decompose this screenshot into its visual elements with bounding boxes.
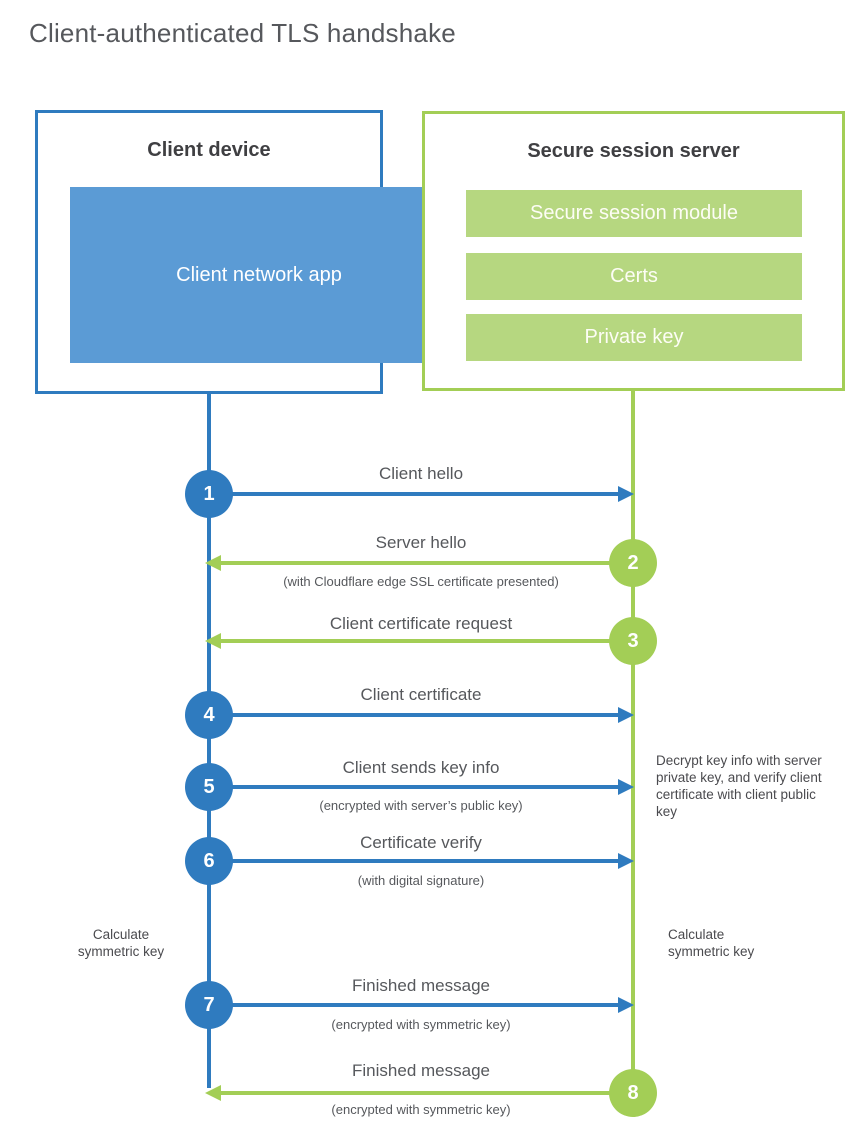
step-label: Client sends key info [342,758,500,777]
arrow-head-left-icon [205,555,221,571]
step-number-badge: 8 [609,1069,657,1117]
step-sublabel: (encrypted with server’s public key) [319,798,523,813]
step-label: Client certificate request [329,614,513,633]
calculate-symmetric-key-server: Calculate symmetric key [668,927,755,959]
client-lifeline [207,392,211,1088]
step-label: Certificate verify [360,833,482,852]
page-title: Client-authenticated TLS handshake [29,18,456,48]
step-number-badge: 4 [185,691,233,739]
arrow-head-right-icon [618,707,634,723]
step-number-badge: 5 [185,763,233,811]
secure-session-server-box: Secure session server Secure session mod… [422,111,845,391]
client-network-app-box: Client network app [70,187,448,363]
step-number-badge: 3 [609,617,657,665]
step-sublabel: (encrypted with symmetric key) [331,1102,511,1117]
server-module-private-key: Private key [466,314,802,361]
arrow-shaft [209,492,621,496]
client-device-title: Client device [147,139,271,161]
step-sublabel: (with digital signature) [357,873,485,888]
server-module-secure-session: Secure session module [466,190,802,237]
step-label: Finished message [352,1061,490,1080]
server-module-certs: Certs [466,253,802,300]
calculate-symmetric-key-client: Calculate symmetric key [77,927,165,959]
step-number-badge: 1 [185,470,233,518]
client-network-app-label: Client network app [176,263,342,286]
step-label: Client hello [378,464,464,483]
arrow-shaft [209,785,621,789]
arrow-head-right-icon [618,486,634,502]
step-number-badge: 7 [185,981,233,1029]
secure-session-server-title: Secure session server [527,140,740,162]
step-label: Server hello [375,533,467,552]
step-number-badge: 6 [185,837,233,885]
step-sublabel: (with Cloudflare edge SSL certificate pr… [283,574,559,589]
arrow-head-right-icon [618,779,634,795]
step-label: Client certificate [360,685,482,704]
arrow-shaft [221,639,633,643]
server-module-label: Secure session module [530,202,738,224]
arrow-shaft [209,1003,621,1007]
client-device-box: Client device Client network app [35,110,448,394]
server-decrypt-note: Decrypt key info with server private key… [656,753,822,819]
arrow-head-left-icon [205,1085,221,1101]
arrow-shaft [221,1091,633,1095]
step-sublabel: (encrypted with symmetric key) [331,1017,511,1032]
step-label: Finished message [352,976,490,995]
arrow-shaft [209,859,621,863]
step-number-badge: 2 [609,539,657,587]
arrow-head-left-icon [205,633,221,649]
server-lifeline [631,389,635,1095]
server-module-label: Private key [584,326,684,348]
arrow-head-right-icon [618,853,634,869]
arrow-head-right-icon [618,997,634,1013]
server-module-label: Certs [610,265,658,287]
arrow-shaft [221,561,633,565]
arrow-shaft [209,713,621,717]
